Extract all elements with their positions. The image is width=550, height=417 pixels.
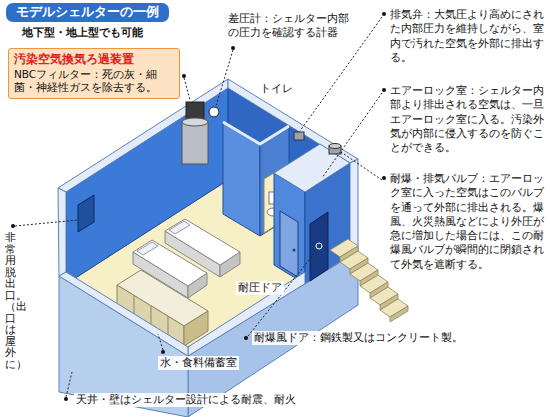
callout-text: 排気弁：大気圧より高めにされた内部圧力を維持しながら、室内で汚れた空気を外部に排… — [390, 8, 545, 65]
filter-box: 汚染空気換気ろ過装置NBCフィルター：死の灰・細菌・神経性ガスを除去する。 — [8, 48, 180, 99]
leader-dot — [64, 397, 68, 401]
leader-line — [322, 93, 382, 178]
pillow — [169, 221, 190, 234]
wall-section — [350, 159, 358, 255]
blast-door — [310, 212, 328, 281]
part-label: 耐圧ドア — [236, 281, 284, 295]
leader-line — [158, 334, 163, 350]
room-label: トイレ — [258, 82, 295, 96]
pressure-door — [280, 211, 298, 277]
leader-line — [184, 78, 190, 100]
door-wheel — [316, 243, 322, 249]
pillow — [137, 242, 158, 255]
storage-divider — [168, 316, 169, 336]
room-label: 水・食料備蓄室 — [158, 356, 239, 370]
leader-line — [15, 220, 78, 226]
leader-dot — [161, 350, 165, 354]
storage-divider — [134, 296, 135, 316]
exit-hatch — [78, 195, 94, 232]
vertical-callout: 非常用脱出口。（出口は屋外に） — [5, 232, 16, 371]
leader-line — [341, 152, 382, 180]
box-heading: 汚染空気換気ろ過装置 — [14, 52, 174, 68]
leader-dot — [231, 46, 235, 50]
leader-dot — [382, 176, 386, 180]
callout-text: エアーロック室：シェルター内部より排出される空気は、一旦エアーロック室に入る。汚… — [390, 84, 545, 155]
callout-text: 差圧計：シェルター内部の圧力を確認する計器 — [228, 12, 356, 41]
callout-text: 天井・壁はシェルター設計による耐震、耐火 — [74, 393, 298, 407]
leader-dot — [11, 224, 15, 228]
leader-line — [66, 372, 72, 397]
bed-top — [165, 219, 240, 265]
filter-motor — [186, 102, 204, 120]
toilet-wall-top — [223, 122, 289, 144]
callout-text: 耐爆・排気バルブ：エアーロック室に入った空気はこのバルブを通って外部に排出される… — [390, 172, 545, 272]
wall-section — [59, 272, 188, 356]
airlock-top — [274, 144, 350, 192]
beds — [133, 219, 240, 298]
leader-dot — [244, 336, 248, 340]
callout-text: 耐爆風ドア：鋼鉄製又はコンクリート製。 — [252, 331, 465, 345]
subtitle: 地下型・地上型でも可能 — [22, 26, 143, 40]
wall-section — [58, 188, 66, 276]
box-body: NBCフィルター：死の灰・細菌・神経性ガスを除去する。 — [14, 68, 174, 95]
stair-riser — [390, 306, 408, 322]
storage-divider — [151, 306, 152, 326]
blast-valve-top — [329, 144, 341, 149]
title-tab: モデルシェルターの一例 — [6, 3, 169, 22]
leader-line — [216, 50, 233, 106]
leader-dot — [382, 88, 386, 92]
exhaust-valve — [294, 132, 304, 140]
leader-dot — [182, 74, 186, 78]
filter-body — [182, 122, 208, 164]
pressure-gauge — [209, 107, 219, 117]
leader-dot — [382, 12, 386, 16]
front-walls — [59, 159, 358, 417]
door-knob — [293, 249, 296, 252]
filter-top — [182, 118, 208, 126]
